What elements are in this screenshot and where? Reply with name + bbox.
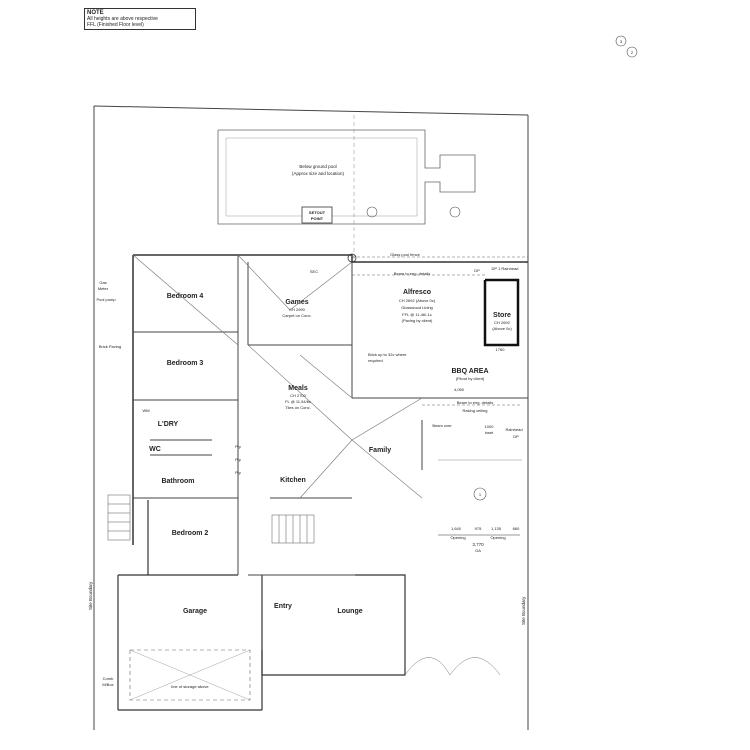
pantry-label-3: Pty bbox=[235, 470, 241, 475]
meals-floor: Tiles on Conc. bbox=[285, 405, 310, 410]
storage-above-label: line of storage above bbox=[171, 684, 209, 689]
section-marker-c bbox=[473, 487, 487, 501]
north-marker-top bbox=[615, 35, 627, 47]
comb-label: Comb bbox=[103, 676, 114, 681]
storage-cross-2 bbox=[129, 649, 251, 701]
section-marker-num: 1 bbox=[479, 492, 482, 497]
alfresco-ceiling-height: CH 2692 (Above 0c) bbox=[399, 298, 436, 303]
dim-1000-label: 1000 bbox=[485, 424, 495, 429]
landscape-arc-2 bbox=[449, 657, 501, 676]
store-note: (Above 0c) bbox=[492, 326, 512, 331]
kitchen-label: Kitchen bbox=[280, 477, 306, 484]
setout-label-2: POINT bbox=[311, 216, 324, 221]
games-label: Games bbox=[285, 299, 308, 306]
dim-1760-label: 1760 bbox=[496, 347, 506, 352]
dim-975-label: 975 bbox=[475, 526, 482, 531]
setout-label-box bbox=[301, 206, 333, 224]
opening-label-1: Opening bbox=[450, 535, 465, 540]
dim-1135-label: 1,135 bbox=[491, 526, 502, 531]
store-ceiling-height: CH 2692 bbox=[494, 320, 511, 325]
site-boundary-right-label: Site Boundary bbox=[521, 596, 526, 625]
bedroom2-label: Bedroom 2 bbox=[172, 530, 209, 537]
required-label: required bbox=[368, 358, 383, 363]
beam-over-label: Beam over bbox=[432, 423, 452, 428]
beam-top-label: Beam to eng. details bbox=[394, 271, 430, 276]
opening-label-2: Opening bbox=[490, 535, 505, 540]
dim-1640-label: 1,640 bbox=[451, 526, 462, 531]
lounge-label: Lounge bbox=[337, 608, 362, 615]
note-line-2: FFL (Finished Floor level) bbox=[87, 22, 144, 28]
north-marker-bottom bbox=[626, 46, 638, 58]
lounge-outline bbox=[261, 574, 406, 676]
pool-label: Below ground pool bbox=[299, 164, 336, 169]
raking-ceiling-label: Raking ceiling bbox=[463, 408, 488, 413]
meals-label: Meals bbox=[288, 385, 308, 392]
note-heading: NOTE bbox=[87, 10, 104, 16]
alfresco-paving: (Paving by client) bbox=[402, 318, 433, 323]
dp-top-label: DP bbox=[474, 268, 480, 273]
setout-label-1: SETOUT bbox=[309, 210, 326, 215]
pool-note: (Approx size and location) bbox=[292, 171, 345, 176]
alfresco-floor-level: FFL @ 11.46/-1c bbox=[402, 312, 432, 317]
pantry-label-1: Pty bbox=[235, 444, 241, 449]
glass-fence-label: Glass pool fence bbox=[390, 252, 421, 257]
meter-label: Meter bbox=[98, 286, 109, 291]
rainhead-bottom-label: Rainhead bbox=[505, 427, 522, 432]
pool-inner-outline bbox=[225, 137, 418, 217]
store-label: Store bbox=[493, 312, 511, 319]
pool-outline bbox=[217, 129, 476, 225]
north-marker-bottom-num: 2 bbox=[631, 50, 634, 55]
games-ceiling-height: CH 2990 bbox=[289, 307, 306, 312]
setout-point-marker bbox=[347, 253, 357, 263]
washing-machine-label: WM bbox=[142, 408, 149, 413]
north-marker-top-num: 3 bbox=[620, 39, 623, 44]
house-north-wall bbox=[133, 254, 528, 263]
games-floor: Carpet on Conc. bbox=[282, 313, 311, 318]
brick-up-label: Brick up to 32c where bbox=[368, 352, 407, 357]
inset-label: inset bbox=[485, 430, 494, 435]
meals-floor-level: FL @ 11.54/bc bbox=[285, 399, 311, 404]
bathroom-label: Bathroom bbox=[161, 478, 194, 485]
beam-bottom-label: Beam to eng. details bbox=[457, 400, 493, 405]
dim-660-label: 660 bbox=[513, 526, 520, 531]
dim-oa-label: OA bbox=[475, 548, 481, 553]
entry-label: Entry bbox=[274, 603, 292, 610]
brick-paving-label: Brick Paving bbox=[99, 344, 121, 349]
section-marker-b bbox=[449, 206, 461, 218]
alfresco-lining: Glosswood Lining bbox=[401, 305, 433, 310]
site-boundary-left-label: Site Boundary bbox=[88, 581, 93, 610]
meals-ceiling-height: CH 2700 bbox=[290, 393, 307, 398]
pantry-label-2: Pty bbox=[235, 457, 241, 462]
pool-pump-label: Pool pump bbox=[96, 297, 116, 302]
dp-bottom-label: DP bbox=[513, 434, 519, 439]
dim-4050-label: 4,050 bbox=[454, 387, 465, 392]
rainhead-top-label: DP 1 Rainhead bbox=[491, 266, 518, 271]
section-marker-a bbox=[366, 206, 378, 218]
garage-storage-above bbox=[129, 649, 251, 701]
note-line-1: All heights are above respective bbox=[87, 16, 158, 22]
side-steps bbox=[107, 494, 131, 541]
stairs bbox=[271, 514, 315, 544]
site-boundary-top-line bbox=[93, 105, 529, 116]
family-label: Family bbox=[369, 447, 391, 454]
wc-label: WC bbox=[149, 446, 161, 453]
bbq-area-note: (Fitout by client) bbox=[456, 376, 485, 381]
laundry-label: L'DRY bbox=[158, 421, 179, 428]
gas-label: Gas bbox=[99, 280, 106, 285]
landscape-arc-1 bbox=[404, 657, 451, 676]
store-wall bbox=[483, 278, 520, 347]
sec-label: SEC bbox=[310, 269, 318, 274]
roof-hip-lines bbox=[132, 254, 423, 499]
alfresco-label: Alfresco bbox=[403, 289, 431, 296]
dim-3770-label: 3,770 bbox=[472, 542, 484, 547]
garage-label: Garage bbox=[183, 608, 207, 615]
bedroom3-label: Bedroom 3 bbox=[167, 360, 204, 367]
general-note-box: NOTE All heights are above respective FF… bbox=[84, 8, 196, 30]
bbq-area-label: BBQ AREA bbox=[451, 368, 488, 375]
bedroom4-label: Bedroom 4 bbox=[167, 293, 204, 300]
mbox-label: M/Box bbox=[102, 682, 113, 687]
